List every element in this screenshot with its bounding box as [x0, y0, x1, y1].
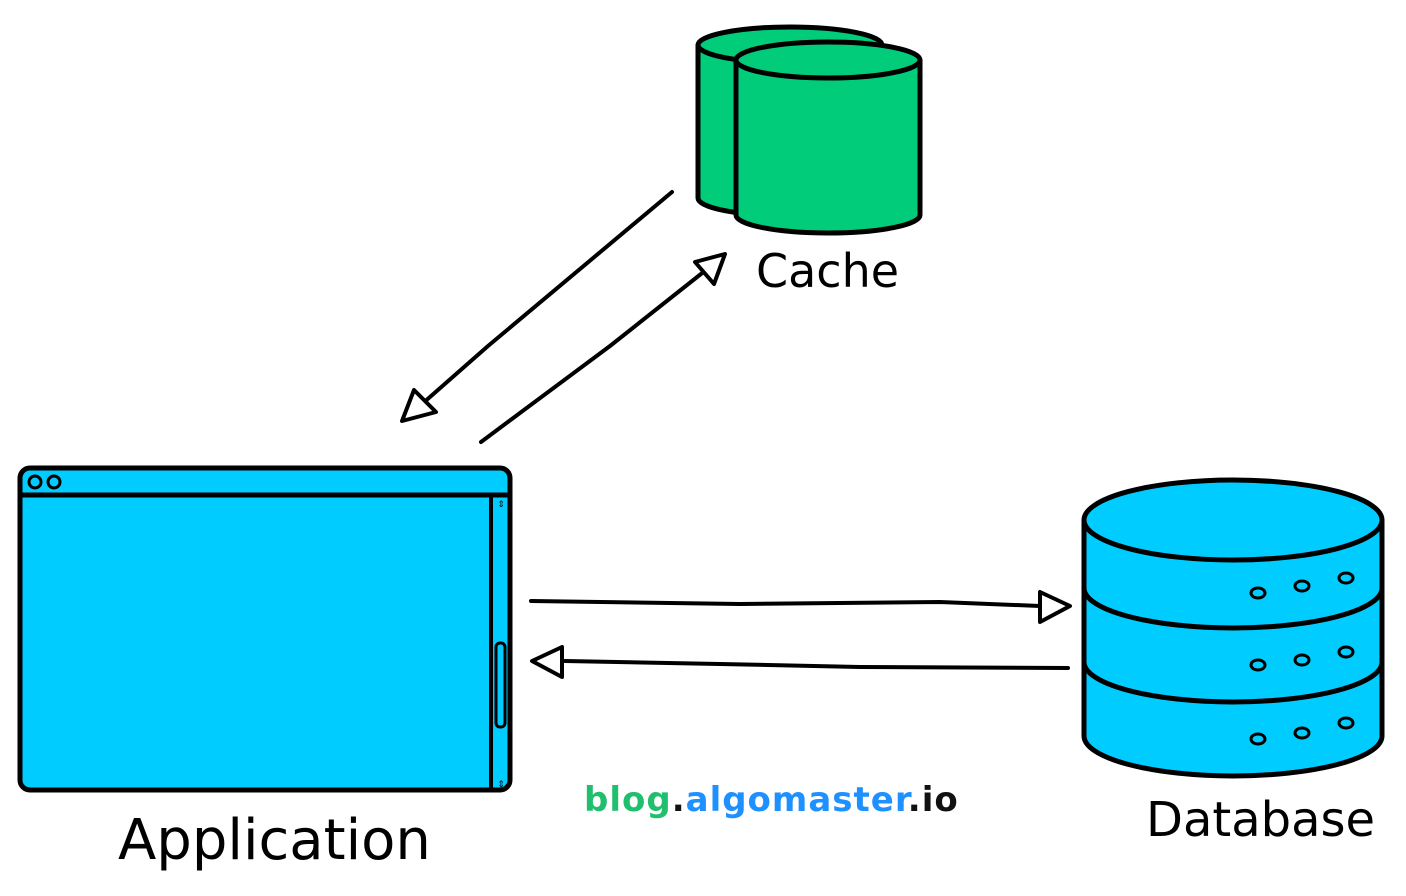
arrow-db-to-app-head [530, 645, 564, 679]
cache-cylinder-front-top [733, 39, 923, 81]
app-scroll-down-arrow: ⇕ [497, 780, 505, 790]
database-label: Database [1146, 792, 1376, 848]
cache-label: Cache [756, 244, 900, 298]
application-window-icon: ⇕ ⇕ [17, 465, 513, 793]
db-ring-2 [1081, 661, 1385, 705]
watermark-algomaster: algomaster [685, 780, 908, 820]
watermark-io: io [921, 780, 959, 820]
arrow-cache-to-app-line [420, 190, 674, 406]
db-indicator-lights [1249, 571, 1355, 746]
watermark: blog.algomaster.io [584, 780, 959, 820]
arrow-app-to-cache-head [693, 252, 727, 286]
db-ring-1 [1081, 587, 1385, 631]
arrow-db-to-app-line [563, 659, 1070, 670]
database-icon [1081, 477, 1385, 779]
watermark-blog: blog [584, 780, 672, 820]
arrow-app-to-cache-line [479, 268, 708, 444]
cache-icon [695, 24, 923, 236]
app-window-button-1 [27, 474, 43, 490]
app-scrollbar-thumb [494, 641, 507, 729]
arrow-cache-to-app-head [400, 388, 438, 423]
watermark-dot-1: . [671, 780, 686, 820]
watermark-dot-2: . [907, 780, 922, 820]
arrow-app-to-db-head [1038, 590, 1072, 624]
app-window-frame [17, 465, 513, 793]
arrows [400, 190, 1072, 679]
arrow-app-to-db-line [529, 599, 1042, 608]
app-scroll-up-arrow: ⇕ [497, 500, 505, 510]
cache-cylinder-front [733, 57, 923, 236]
app-window-button-2 [46, 474, 62, 490]
db-top [1081, 477, 1385, 563]
application-label: Application [118, 808, 431, 873]
